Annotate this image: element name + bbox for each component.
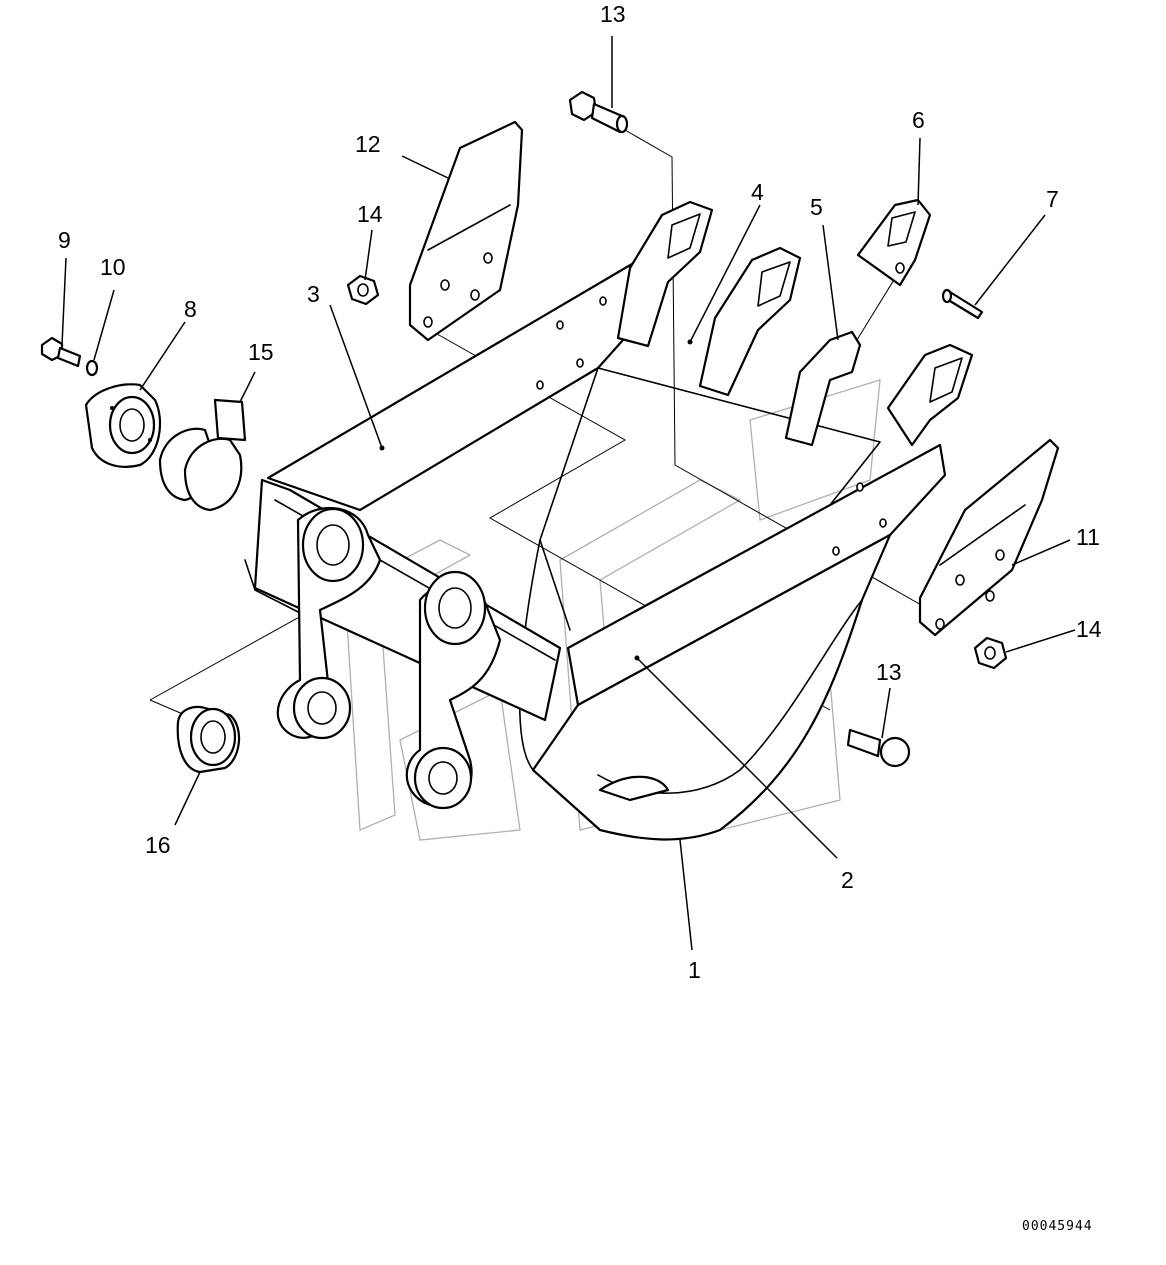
callout-9: 9 [58, 227, 71, 253]
callout-13-right: 13 [876, 659, 902, 685]
callout-2: 2 [841, 867, 854, 893]
callout-10: 10 [100, 254, 126, 280]
callout-4: 4 [751, 179, 764, 205]
part-1-edge [598, 775, 670, 802]
callout-16: 16 [145, 832, 171, 858]
callout-8: 8 [184, 296, 197, 322]
callout-14-left: 14 [357, 201, 383, 227]
callout-11: 11 [1076, 524, 1100, 550]
callout-12: 12 [355, 131, 381, 157]
bushing [176, 705, 241, 774]
callout-5: 5 [810, 194, 823, 220]
nut-right [973, 636, 1008, 670]
bolt-right [846, 728, 911, 768]
boss-ring [84, 383, 162, 468]
side-cutter-left [408, 120, 524, 342]
callout-13-top: 13 [600, 1, 626, 27]
callout-3: 3 [307, 281, 320, 307]
callout-7: 7 [1046, 186, 1059, 212]
bucket-teeth [616, 200, 974, 447]
bolt-small [40, 336, 82, 368]
leader-lines [61, 36, 1076, 951]
bolt-top [568, 90, 629, 134]
shims [158, 398, 247, 512]
nut-left [346, 274, 380, 306]
drawing-number: 00045944 [1022, 1219, 1093, 1234]
side-cutter-right [918, 438, 1060, 637]
callout-14-right: 14 [1076, 616, 1102, 642]
callout-15: 15 [248, 339, 274, 365]
callout-labels: 13 12 14 3 4 5 6 7 9 10 8 15 11 14 13 2 … [58, 1, 1102, 983]
adapter [856, 198, 932, 287]
callout-6: 6 [912, 107, 925, 133]
washer [85, 359, 99, 377]
callout-1: 1 [688, 957, 701, 983]
pin [941, 288, 984, 320]
